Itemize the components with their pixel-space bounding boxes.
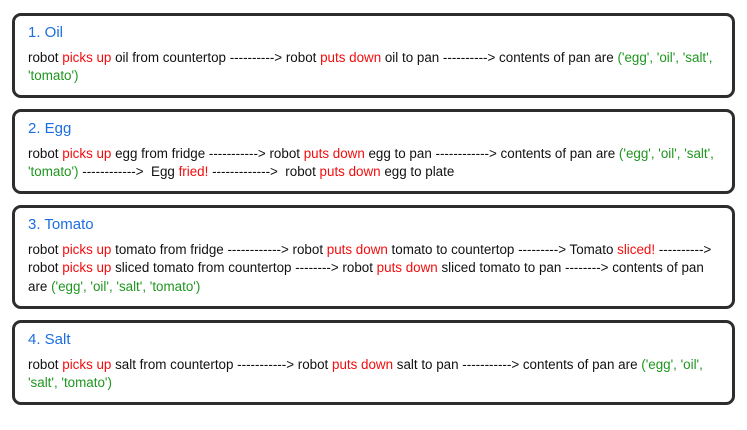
text-segment-red: puts down (303, 145, 365, 161)
text-segment-black: robot (28, 242, 63, 258)
text-segment-red: picks up (62, 242, 112, 258)
step-title: 3. Tomato (28, 216, 94, 234)
text-segment-black: salt to pan -----------> contents of pan… (393, 356, 642, 372)
steps-container: 1. Oil robot picks up oil from counterto… (12, 13, 735, 405)
text-segment-black: ------------> Egg (78, 164, 179, 180)
text-segment-black: oil from countertop ----------> robot (111, 49, 321, 65)
text-segment-red: puts down (332, 356, 394, 372)
step-box: 2. Egg robot picks up egg from fridge --… (12, 109, 735, 195)
text-segment-red: puts down (319, 164, 381, 180)
text-segment-red: picks up (62, 260, 112, 276)
text-segment-green: ('egg', 'oil', 'salt', 'tomato') (28, 356, 707, 390)
text-segment-red: puts down (320, 49, 382, 65)
text-segment-black: robot (28, 145, 63, 161)
text-segment-black: egg to plate (380, 164, 455, 180)
text-segment-green: ('egg', 'oil', 'salt', 'tomato') (28, 49, 717, 83)
text-segment-red: puts down (376, 260, 438, 276)
text-segment-black: robot (28, 356, 63, 372)
text-segment-black: ----------> robot (28, 242, 715, 276)
text-segment-red: puts down (326, 242, 388, 258)
step-text: robot picks up salt from countertop ----… (28, 356, 719, 392)
text-segment-black: tomato to countertop ---------> Tomato (387, 242, 618, 258)
step-box: 4. Salt robot picks up salt from counter… (12, 319, 735, 405)
text-segment-red: picks up (62, 49, 112, 65)
text-segment-black: sliced tomato to pan --------> contents … (28, 260, 708, 294)
text-segment-black: salt from countertop -----------> robot (111, 356, 332, 372)
step-title: 4. Salt (28, 330, 71, 348)
text-segment-red: sliced! (617, 242, 656, 258)
text-segment-black: oil to pan ----------> contents of pan a… (381, 49, 618, 65)
text-segment-red: fried! (178, 164, 209, 180)
text-segment-black: robot (28, 49, 63, 65)
text-segment-black: sliced tomato from countertop --------> … (111, 260, 377, 276)
step-title: 1. Oil (28, 24, 64, 41)
text-segment-green: ('egg', 'oil', 'salt', 'tomato') (51, 278, 201, 294)
text-segment-green: ('egg', 'oil', 'salt', 'tomato') (28, 145, 718, 180)
step-text: robot picks up tomato from fridge ------… (28, 241, 719, 296)
step-box: 3. Tomato robot picks up tomato from fri… (12, 205, 735, 309)
text-segment-black: egg from fridge -----------> robot (111, 145, 304, 161)
text-segment-black: -------------> robot (208, 164, 320, 180)
text-segment-red: picks up (62, 145, 112, 161)
text-segment-black: egg to pan ------------> contents of pan… (364, 145, 619, 161)
text-segment-black: tomato from fridge ------------> robot (111, 242, 327, 258)
step-title: 2. Egg (28, 120, 72, 138)
step-box: 1. Oil robot picks up oil from counterto… (12, 13, 735, 99)
text-segment-red: picks up (62, 356, 112, 372)
step-text: robot picks up egg from fridge ---------… (28, 145, 719, 181)
step-text: robot picks up oil from countertop -----… (28, 49, 719, 85)
